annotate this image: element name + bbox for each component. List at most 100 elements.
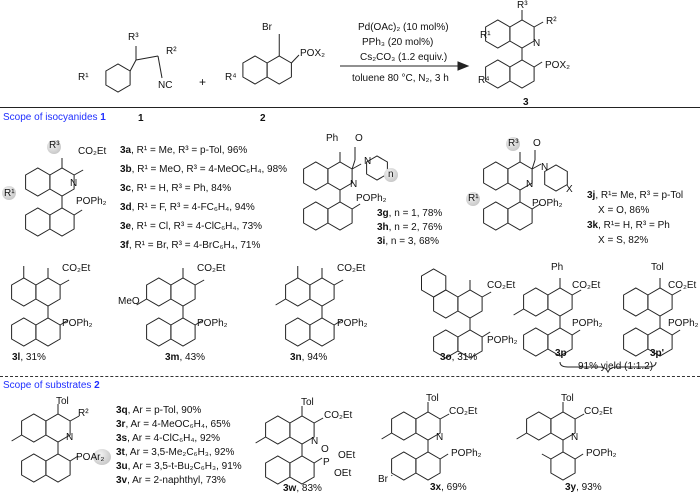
atom-n: N [533, 38, 541, 49]
compound-label-3: 3 [523, 97, 529, 108]
atom-co2et: CO₂Et [487, 280, 516, 291]
methyl-bond [255, 436, 266, 444]
ring [303, 161, 329, 191]
compound-entry: 3e, R¹ = Cl, R³ = 4-ClC₆H₄, 73% [120, 221, 263, 232]
p-bond [531, 203, 541, 210]
compound-label-3p-prime: 3p' [650, 348, 665, 359]
p-bond [481, 331, 491, 338]
compound-entry: 3j, R¹= Me, R³ = p-Tol [587, 190, 684, 201]
atom-br: Br [262, 22, 272, 33]
atom-oet: OEt [338, 450, 356, 461]
compound-entry: 3o, 31% [440, 352, 478, 363]
atom-r2: R² [78, 408, 89, 419]
atom-n: N [311, 436, 319, 447]
compound-entry: 3s, Ar = 4-ClC₆H₄, 92% [116, 433, 220, 444]
methyl-bond [136, 298, 147, 306]
c3-bond [351, 163, 362, 170]
ring [21, 453, 47, 483]
methyl-bond [513, 308, 524, 316]
ring [485, 59, 511, 89]
compound-entry: 3l, 31% [12, 352, 46, 363]
ring [170, 317, 196, 347]
atom-meo: MeO [118, 296, 140, 307]
atom-r1: R¹ [78, 72, 89, 83]
ring [146, 317, 172, 347]
c3-bond [439, 413, 450, 420]
compound-entry: 3x, 69% [430, 482, 467, 493]
ring [550, 451, 576, 481]
compound-entry: 3a, R¹ = Me, R³ = p-Tol, 96% [120, 145, 248, 156]
atom-n-amide: N [541, 162, 549, 173]
bond [351, 159, 356, 170]
bond [157, 55, 163, 79]
ring [35, 277, 61, 307]
ring [483, 201, 509, 231]
p-bond [73, 209, 83, 216]
atom-r1: R¹ [4, 188, 15, 199]
c3-bond [531, 163, 542, 170]
bond [129, 59, 137, 72]
highlight-ar [93, 449, 111, 465]
highlight-r3 [506, 137, 520, 151]
c3-bond [481, 291, 492, 298]
compound-entry: 3v, Ar = 2-naphthyl, 73% [116, 475, 226, 486]
compound-label-1: 1 [138, 113, 144, 124]
c3-bond [69, 415, 80, 422]
atom-r3: R³ [517, 0, 528, 11]
atom-co2et: CO₂Et [584, 406, 613, 417]
atom-r1: R¹ [480, 30, 491, 41]
ring [507, 201, 533, 231]
atom-tol: Tol [651, 262, 664, 273]
ring [623, 327, 649, 357]
section-title-substrates: Scope of substrates 2 [3, 380, 100, 391]
ring [421, 268, 447, 298]
atom-n: N [571, 432, 579, 443]
methyl-bond [11, 434, 22, 442]
bond [291, 54, 300, 64]
c3-bond [671, 289, 682, 296]
atom-o: O [355, 133, 363, 144]
atom-n: N [526, 179, 534, 190]
bond [135, 55, 159, 61]
ring [327, 201, 353, 231]
ring [433, 329, 459, 359]
ring [285, 317, 311, 347]
atom-tol: Tol [426, 393, 439, 404]
p-bond [533, 61, 543, 68]
ring [11, 317, 37, 347]
compound-entry-sub: X = O, 86% [598, 205, 650, 216]
compound-entry: 3f, R¹ = Br, R³ = 4-BrC₆H₄, 71% [120, 240, 261, 251]
condition-ligand: PPh₃ (20 mol%) [362, 37, 434, 48]
c3-bond [194, 279, 205, 286]
compound-entry: 3b, R¹ = MeO, R³ = 4-MeOC₆H₄, 98% [120, 164, 288, 175]
atom-r3: R³ [128, 32, 139, 43]
atom-co2et: CO₂Et [197, 263, 226, 274]
c3-bond [73, 169, 84, 176]
compound-entry: 3m, 43% [165, 352, 206, 363]
compound-entry: 3w, 83% [283, 483, 322, 494]
compound-label-2: 2 [260, 113, 266, 124]
compound-label-3p: 3p [555, 348, 567, 359]
atom-co2et: CO₂Et [572, 280, 601, 291]
pair-brace [559, 361, 657, 374]
ring [547, 287, 573, 317]
compound-entry: 3i, n = 3, 68% [377, 236, 439, 247]
ring [242, 55, 268, 85]
atom-pox2: POX₂ [300, 48, 325, 59]
ring [309, 317, 335, 347]
condition-solvent: toluene 80 °C, N₂, 3 h [352, 73, 449, 84]
ring [49, 207, 75, 237]
atom-nc: NC [158, 80, 173, 91]
methyl-bond [381, 432, 392, 440]
atom-r2: R² [546, 16, 557, 27]
compound-entry: 3t, Ar = 3,5-Me₂C₆H₃, 92% [116, 447, 235, 458]
atom-poph2: POPh₂ [356, 193, 387, 204]
atom-n: N [66, 432, 74, 443]
atom-x: X [566, 184, 573, 195]
compound-entry: 3q, Ar = p-Tol, 90% [116, 405, 202, 416]
atom-co2et: CO₂Et [449, 406, 478, 417]
ring [265, 415, 291, 445]
ring [266, 55, 292, 85]
ring [509, 59, 535, 89]
